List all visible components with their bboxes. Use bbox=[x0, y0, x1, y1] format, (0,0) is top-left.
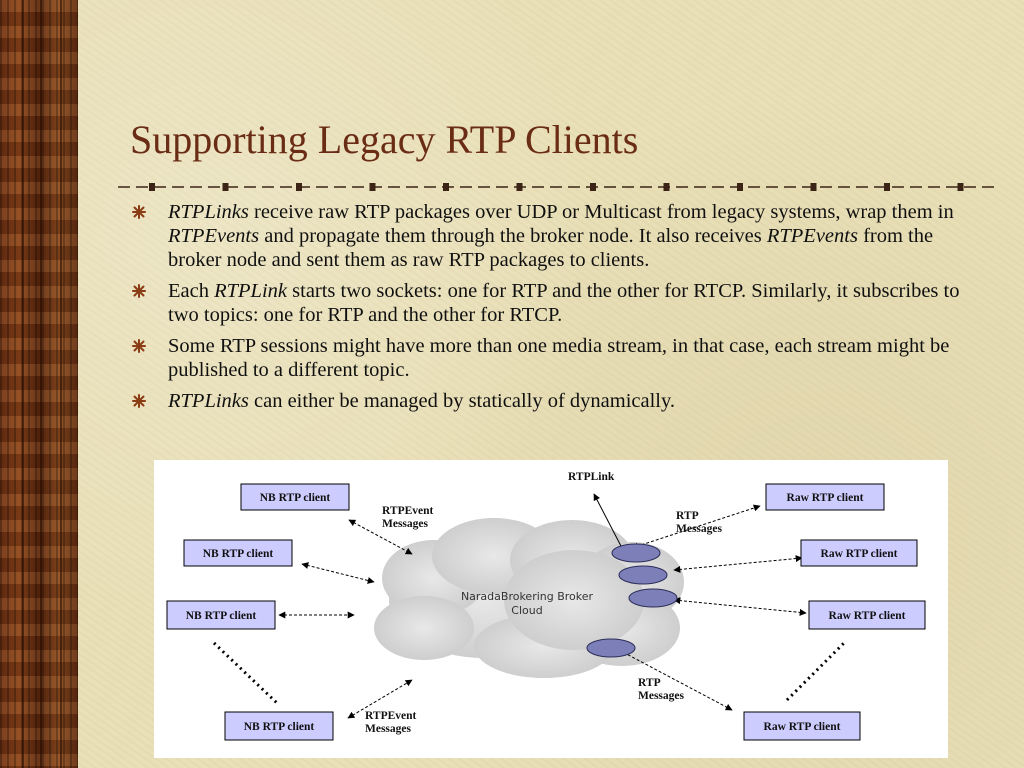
raw-rtp-client-2: Raw RTP client bbox=[800, 539, 918, 567]
bullet-text: starts two sockets: one for RTP and the … bbox=[168, 280, 960, 326]
title-divider bbox=[118, 183, 998, 191]
raw-rtp-client-3: Raw RTP client bbox=[808, 600, 926, 630]
bullet-term: RTPLinks bbox=[168, 390, 249, 412]
bullet-text: Some RTP sessions might have more than o… bbox=[168, 335, 950, 381]
svg-text:NB RTP client: NB RTP client bbox=[186, 610, 257, 622]
asterisk-bullet-icon bbox=[132, 205, 146, 219]
bullet-text: from the broker node and sent them as ra… bbox=[168, 225, 934, 271]
rtplink-label: RTPLink bbox=[568, 471, 615, 483]
nb-rtp-client-4: NB RTP client bbox=[224, 711, 334, 741]
bullet-term: RTPLink bbox=[214, 280, 288, 302]
asterisk-bullet-icon bbox=[132, 284, 146, 298]
rtplink-node-4 bbox=[586, 638, 636, 658]
bullet-text: Each bbox=[168, 280, 215, 302]
bullet-term: RTPEvents bbox=[766, 225, 858, 247]
bullet-term: RTPEvents bbox=[168, 225, 260, 247]
svg-text:Raw RTP client: Raw RTP client bbox=[787, 492, 864, 504]
rtp-messages-bottom-line2: Messages bbox=[638, 690, 685, 702]
bullet-list: RTPLinks receive raw RTP packages over U… bbox=[130, 200, 990, 420]
nb-rtp-client-3: NB RTP client bbox=[166, 600, 276, 630]
svg-text:Raw RTP client: Raw RTP client bbox=[821, 548, 898, 560]
bullet-item: Some RTP sessions might have more than o… bbox=[130, 334, 990, 382]
wood-sidebar bbox=[0, 0, 78, 768]
rtp-messages-top-line2: Messages bbox=[676, 523, 723, 535]
svg-text:Raw RTP client: Raw RTP client bbox=[764, 721, 841, 733]
slide-title: Supporting Legacy RTP Clients bbox=[130, 117, 639, 162]
rtpevent-bottom-line1: RTPEvent bbox=[365, 710, 417, 722]
svg-text:NB RTP client: NB RTP client bbox=[244, 721, 315, 733]
diagram-canvas: NaradaBrokering Broker Cloud NB RTP cli bbox=[166, 471, 926, 741]
bullet-text: can either be managed by statically of d… bbox=[248, 390, 676, 412]
arrows bbox=[212, 493, 846, 719]
bullet-item: RTPLinks receive raw RTP packages over U… bbox=[130, 200, 990, 272]
cloud-label-line1: NaradaBrokering Broker bbox=[461, 590, 594, 603]
broker-cloud bbox=[374, 518, 684, 678]
bullet-item: Each RTPLink starts two sockets: one for… bbox=[130, 279, 990, 327]
rtplink-nodes bbox=[586, 543, 678, 658]
asterisk-bullet-icon bbox=[132, 339, 146, 353]
bullet-text: and propagate them through the broker no… bbox=[259, 225, 767, 247]
rtpevent-bottom-line2: Messages bbox=[365, 723, 412, 735]
asterisk-bullet-icon bbox=[132, 394, 146, 408]
rtplink-node-3 bbox=[628, 588, 678, 608]
bullet-item: RTPLinks can either be managed by static… bbox=[130, 389, 990, 413]
rtp-messages-bottom-line1: RTP bbox=[638, 677, 661, 689]
rtplink-node-1 bbox=[611, 543, 661, 563]
svg-text:NB RTP client: NB RTP client bbox=[203, 548, 274, 560]
rtpevent-top-line1: RTPEvent bbox=[382, 505, 434, 517]
nb-rtp-client-1: NB RTP client bbox=[240, 483, 350, 511]
raw-rtp-client-4: Raw RTP client bbox=[743, 711, 861, 741]
cloud-label-line2: Cloud bbox=[511, 604, 542, 617]
raw-rtp-client-1: Raw RTP client bbox=[765, 483, 885, 511]
rtp-messages-top-line1: RTP bbox=[676, 510, 699, 522]
nb-rtp-client-2: NB RTP client bbox=[183, 539, 293, 567]
raw-clients: Raw RTP client Raw RTP client Raw RTP cl… bbox=[743, 483, 926, 741]
svg-text:NB RTP client: NB RTP client bbox=[260, 492, 331, 504]
svg-text:Raw RTP client: Raw RTP client bbox=[829, 610, 906, 622]
rtpevent-top-line2: Messages bbox=[382, 518, 429, 530]
rtplink-node-2 bbox=[618, 565, 668, 585]
bullet-term: RTPLinks bbox=[168, 201, 249, 223]
architecture-diagram: NaradaBrokering Broker Cloud NB RTP cli bbox=[154, 460, 948, 758]
nb-clients: NB RTP client NB RTP client NB RTP clien… bbox=[166, 483, 350, 741]
bullet-text: receive raw RTP packages over UDP or Mul… bbox=[248, 201, 954, 223]
